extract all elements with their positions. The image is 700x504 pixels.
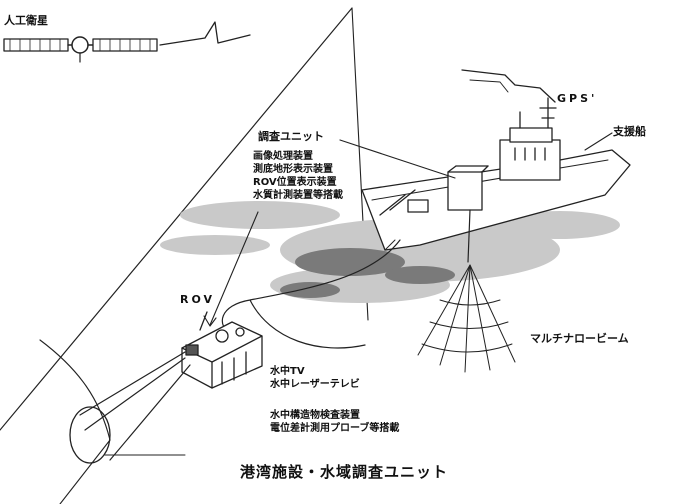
rov-beams (79, 351, 191, 461)
rov-item: 電位差計測用プローブ等搭載 (270, 423, 400, 434)
rov-equipment-list-a: 水中TV 水中レーザーテレビ (270, 365, 360, 391)
gps-signal-zigzag (461, 69, 556, 103)
gps-label: GPS' (557, 92, 598, 105)
tether-loop (249, 299, 366, 349)
support-ship-pointer (584, 132, 613, 151)
diagram-title: 港湾施設・水域調査ユニット (240, 463, 449, 481)
survey-unit-label: 調査ユニット (258, 130, 324, 143)
satellite-label: 人工衛星 (4, 14, 48, 27)
survey-unit-equipment-list: 画像処理装置 測底地形表示装置 ROV位置表示装置 水質計測装置等搭載 (253, 150, 343, 202)
satellite-link-line (0, 7, 353, 431)
rov-item: 水中レーザーテレビ (270, 379, 360, 390)
rov-tether-cable (221, 209, 471, 336)
underwater-structure (69, 406, 111, 464)
gps-signal-zigzag-2 (469, 79, 509, 93)
support-ship (361, 97, 631, 251)
satellite-signal-zigzag (159, 21, 251, 46)
rov-vehicle (181, 311, 263, 389)
survey-unit-item: ROV位置表示装置 (253, 177, 337, 188)
survey-unit-item: 測底地形表示装置 (253, 164, 333, 175)
survey-unit-item: 画像処理装置 (253, 151, 313, 162)
satellite-icon (3, 36, 158, 63)
multibeam-label: マルチナロービーム (530, 332, 629, 345)
structure-line (39, 339, 111, 504)
survey-unit-item: 水質計測装置等搭載 (253, 190, 343, 201)
support-ship-label: 支援船 (613, 125, 646, 138)
rov-label: ROV (180, 293, 216, 306)
survey-unit-pointer (339, 139, 456, 179)
pointer-arrowhead (203, 315, 217, 327)
rov-item: 水中TV (270, 366, 305, 377)
rov-item: 水中構造物検査装置 (270, 410, 360, 421)
equipment-pointer (209, 211, 259, 326)
rov-equipment-list-b: 水中構造物検査装置 電位差計測用プローブ等搭載 (270, 409, 399, 435)
sea-surface-dark (280, 248, 455, 298)
multibeam-fan (417, 264, 516, 373)
